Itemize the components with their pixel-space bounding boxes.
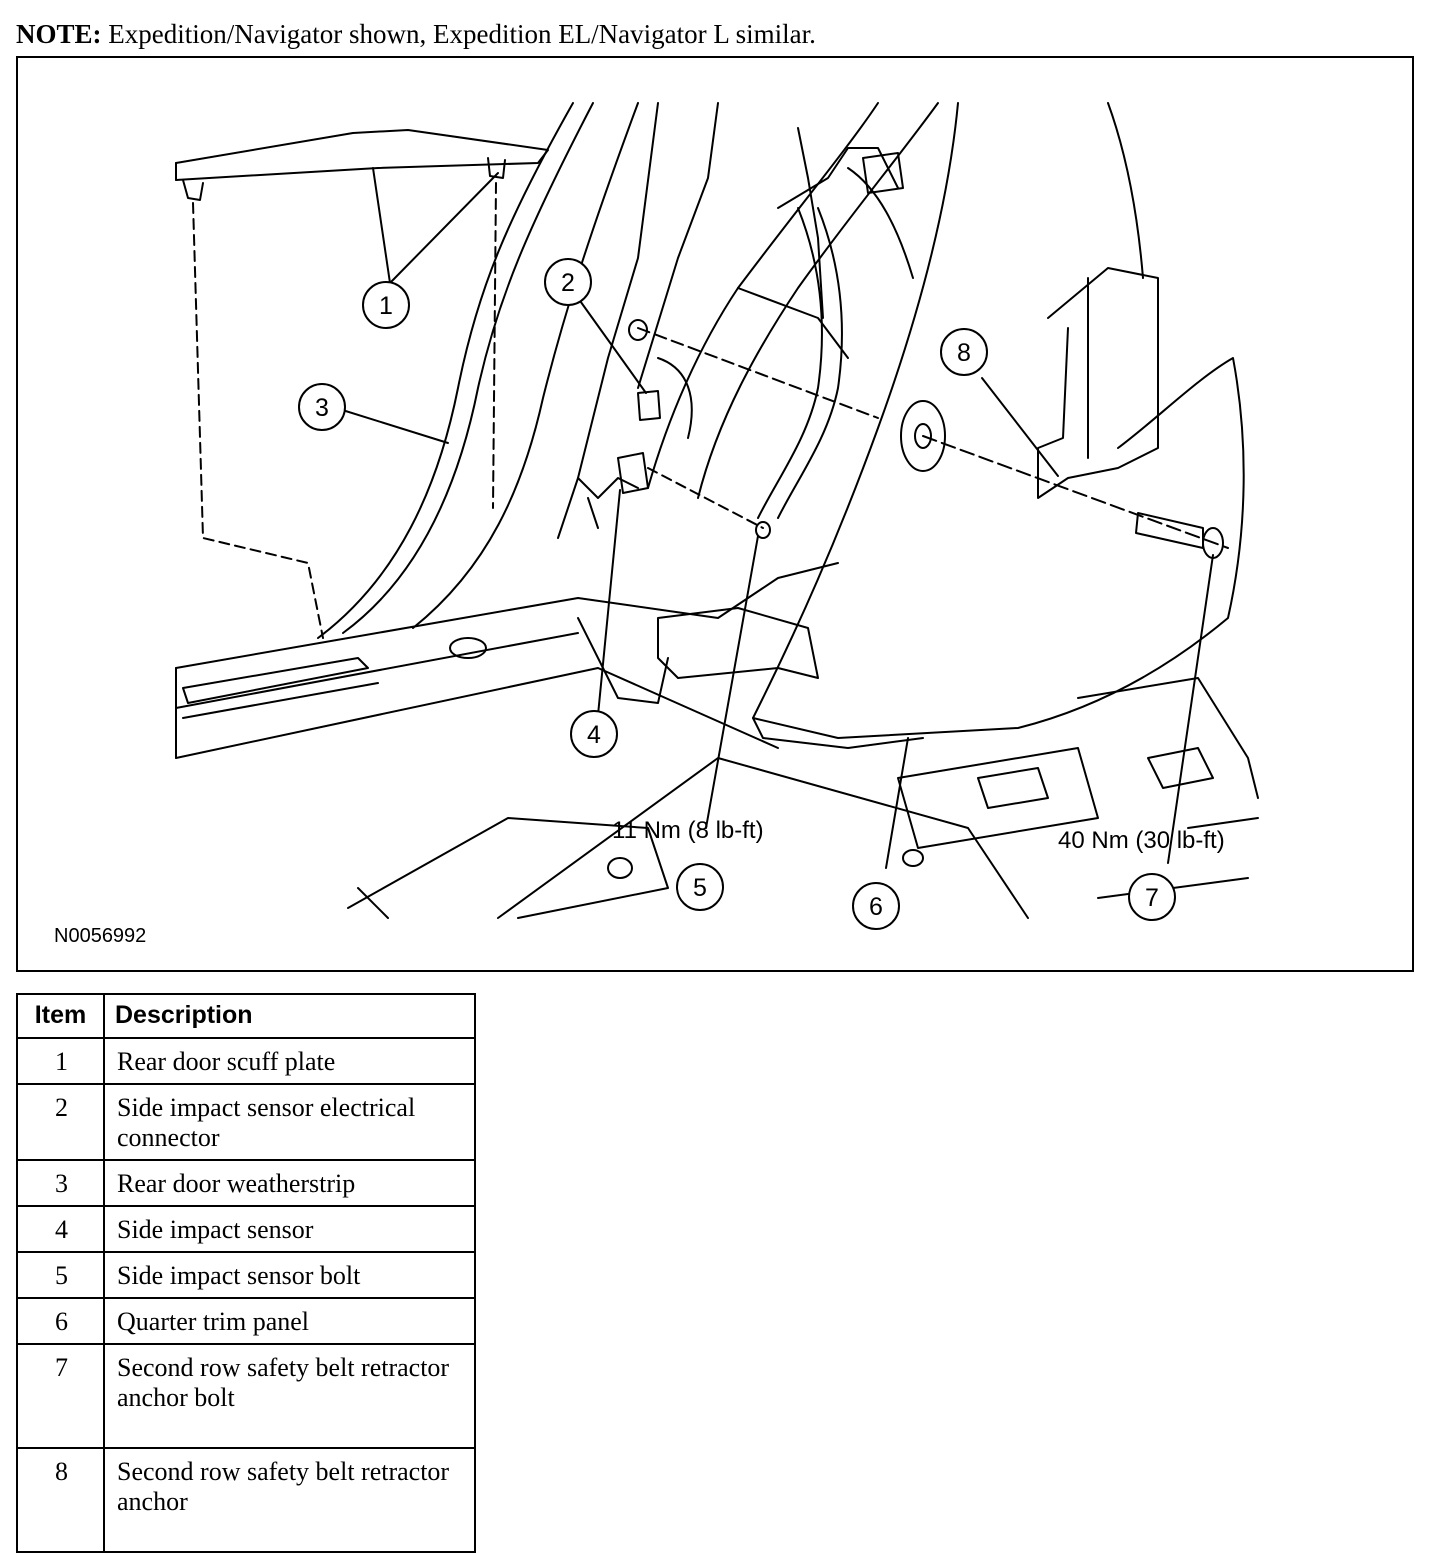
callout-4: [570, 710, 618, 758]
callout-7: [1128, 873, 1176, 921]
item-number: 7: [16, 1343, 105, 1449]
table-row: 5 Side impact sensor bolt: [16, 1251, 476, 1299]
item-description: Second row safety belt retractor anchor: [103, 1447, 476, 1553]
callout-2: [544, 258, 592, 306]
callout-8-label: 8: [957, 339, 971, 367]
legend-table: Item Description 1 Rear door scuff plate…: [16, 993, 476, 1553]
column-header-item: Item: [16, 993, 105, 1039]
table-row: 3 Rear door weatherstrip: [16, 1159, 476, 1207]
item-number: 1: [16, 1037, 105, 1085]
legend-header-row: Item Description: [16, 993, 476, 1039]
callout-1-label: 1: [379, 292, 393, 320]
item-description: Rear door weatherstrip: [103, 1159, 476, 1207]
item-number: 4: [16, 1205, 105, 1253]
table-row: 1 Rear door scuff plate: [16, 1037, 476, 1085]
item-description: Second row safety belt retractor anchor …: [103, 1343, 476, 1449]
callout-2-label: 2: [561, 269, 575, 297]
scuff-plate-outline: [175, 129, 549, 181]
diagram-frame: 1 2 3 4 5 6 7 8 11 Nm (8 lb-ft) 40 Nm (3…: [16, 56, 1414, 972]
table-row: 7 Second row safety belt retractor ancho…: [16, 1343, 476, 1449]
exploded-view-illustration: 1 2 3 4 5 6 7 8 11 Nm (8 lb-ft) 40 Nm (3…: [54, 102, 1259, 947]
callout-5: [676, 863, 724, 911]
callout-4-label: 4: [587, 721, 601, 749]
torque-label-anchor-bolt: 40 Nm (30 lb-ft): [1058, 827, 1225, 854]
table-row: 2 Side impact sensor electrical connecto…: [16, 1083, 476, 1161]
callout-6-label: 6: [869, 893, 883, 921]
item-number: 3: [16, 1159, 105, 1207]
note-label: NOTE:: [16, 19, 102, 49]
callout-1: [362, 281, 410, 329]
torque-label-sensor-bolt: 11 Nm (8 lb-ft): [612, 817, 764, 844]
column-header-description: Description: [103, 993, 476, 1039]
callout-7-label: 7: [1145, 884, 1159, 912]
item-description: Side impact sensor bolt: [103, 1251, 476, 1299]
figure-id: N0056992: [54, 925, 146, 947]
item-description: Rear door scuff plate: [103, 1037, 476, 1085]
table-row: 6 Quarter trim panel: [16, 1297, 476, 1345]
callout-6: [852, 882, 900, 930]
item-description: Quarter trim panel: [103, 1297, 476, 1345]
callout-3-label: 3: [315, 394, 329, 422]
callout-3: [298, 383, 346, 431]
note-text: Expedition/Navigator shown, Expedition E…: [108, 19, 816, 49]
item-description: Side impact sensor: [103, 1205, 476, 1253]
quarter-trim-panel-outline: [752, 102, 1245, 739]
callout-8: [940, 328, 988, 376]
item-number: 5: [16, 1251, 105, 1299]
note: NOTE: Expedition/Navigator shown, Expedi…: [16, 18, 816, 50]
table-row: 4 Side impact sensor: [16, 1205, 476, 1253]
table-row: 8 Second row safety belt retractor ancho…: [16, 1447, 476, 1553]
item-number: 8: [16, 1447, 105, 1553]
item-number: 6: [16, 1297, 105, 1345]
item-description: Side impact sensor electrical connector: [103, 1083, 476, 1161]
callout-5-label: 5: [693, 874, 707, 902]
item-number: 2: [16, 1083, 105, 1161]
